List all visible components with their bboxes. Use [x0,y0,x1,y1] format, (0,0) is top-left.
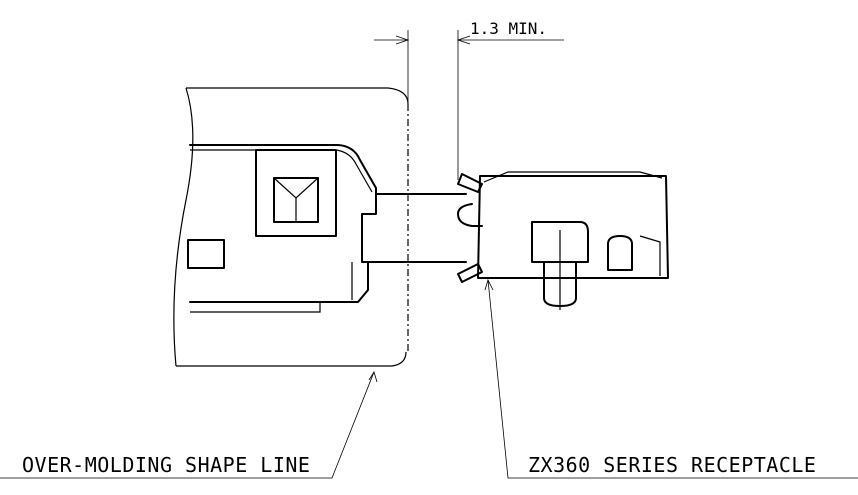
overmold-body [173,87,409,367]
right-leader-arrow [484,278,494,291]
right-leader-line [487,279,858,479]
dimension-label: 1.3 MIN. [470,19,547,38]
dimension-1-3-min: 1.3 MIN. [374,19,564,180]
plug-housing [187,144,377,313]
overmolding-shape-line-label: OVER-MOLDING SHAPE LINE [22,453,310,477]
receptacle-label: ZX360 SERIES RECEPTACLE [528,453,816,477]
left-leader-line [0,371,375,479]
connector-shaft [367,193,467,263]
receptacle-body [457,171,669,310]
left-leader-arrow [368,371,378,383]
